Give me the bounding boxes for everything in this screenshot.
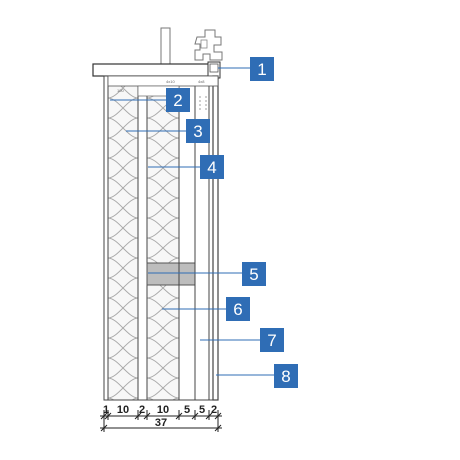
small-label-4x8: 4x8 xyxy=(198,79,205,84)
callout-1-label: 1 xyxy=(257,60,266,79)
callout-7-label: 7 xyxy=(267,331,276,350)
dim-segment-3: 2 xyxy=(139,404,145,416)
dim-segment-1: 1 xyxy=(103,404,109,416)
dim-segment-2: 10 xyxy=(117,404,129,416)
dim-segment-4: 10 xyxy=(157,404,169,416)
callout-5-label: 5 xyxy=(249,265,258,284)
dimension-lines xyxy=(100,410,222,432)
dim-total: 37 xyxy=(155,417,167,429)
callout-6-label: 6 xyxy=(233,300,242,319)
leader-lines xyxy=(110,67,274,376)
dim-segment-5: 5 xyxy=(184,404,190,416)
callout-8: 8 xyxy=(274,364,298,388)
callout-6: 6 xyxy=(226,297,250,321)
callout-3-label: 3 xyxy=(193,122,202,141)
callout-1: 1 xyxy=(250,57,274,81)
small-labels: 4x10 4x8 100 xyxy=(117,79,205,93)
small-label-100: 100 xyxy=(117,88,124,93)
dimension-labels: 1 10 2 10 5 5 2 37 xyxy=(103,404,217,429)
callout-4: 4 xyxy=(200,155,224,179)
callout-4-label: 4 xyxy=(207,158,216,177)
callout-8-label: 8 xyxy=(281,367,290,386)
callout-7: 7 xyxy=(260,328,284,352)
callout-3: 3 xyxy=(186,119,210,143)
callout-2: 2 xyxy=(166,88,190,112)
dim-segment-6: 5 xyxy=(199,404,205,416)
window-frame xyxy=(160,27,223,65)
small-label-4x10: 4x10 xyxy=(166,79,175,84)
dim-segment-7: 2 xyxy=(211,404,217,416)
callout-2-label: 2 xyxy=(173,91,182,110)
callout-5: 5 xyxy=(242,262,266,286)
